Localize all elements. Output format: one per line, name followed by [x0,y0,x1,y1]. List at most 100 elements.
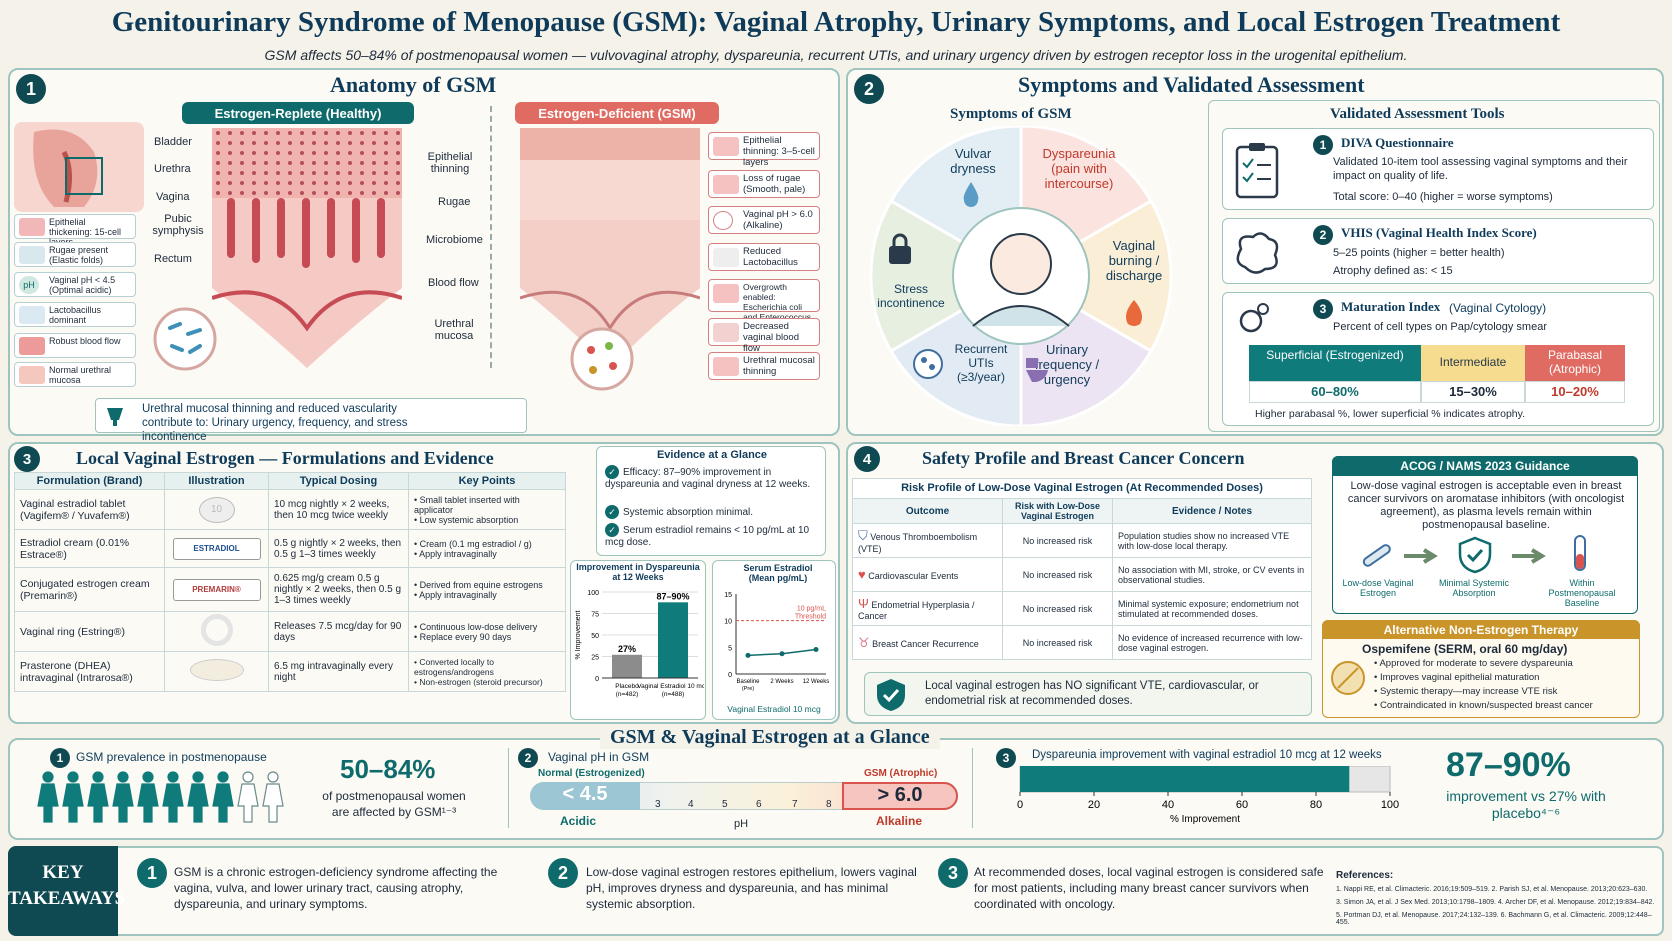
epithelium-icon [19,218,45,236]
section-number-2: 2 [854,74,884,104]
ph-title: Vaginal pH in GSM [548,750,650,764]
person-icon-head [192,771,204,783]
section-number-4: 4 [854,446,880,472]
person-icon [262,783,284,823]
diva-desc: Validated 10-item tool assessing vaginal… [1333,156,1628,182]
legend-text: Lactobacillus dominant [49,305,102,325]
col-outcome: Outcome [852,498,1003,524]
rugae-icon [19,246,45,264]
diva-score: Total score: 0–40 (higher = worse sympto… [1333,191,1553,203]
takeaway-text-2: Low-dose vaginal estrogen restores epith… [586,865,917,911]
label-rectum: Rectum [154,253,192,265]
outcome: Breast Cancer Recurrence [872,638,979,649]
mi-parabasal-header: Parabasal (Atrophic) [1525,345,1625,381]
right-label-overgrowth: Overgrowth enabled: Escherichia coli and… [708,279,820,322]
col-risk: Risk with Low-Dose Vaginal Estrogen [1002,498,1113,524]
tool-diva: 1 DIVA Questionnaire Validated 10-item t… [1222,128,1654,210]
dosing: 0.625 mg/g cream 0.5 g nightly × 2 weeks… [268,567,409,612]
label-rugae: Rugae [438,196,471,208]
formulation-name: Prasterone (DHEA) intravaginal (Intraros… [14,651,165,692]
prevalence-title: GSM prevalence in postmenopause [76,750,267,764]
heart-icon: ♥ [858,567,866,582]
arrow-right-icon [1512,548,1546,564]
x-tick-label: (n=488) [662,691,685,698]
outcome: Venous Thromboembolism (VTE) [858,531,978,554]
y-tick-label: 75 [591,612,599,619]
evidence-title: Evidence at a Glance [656,449,768,461]
glance-number-1: 1 [50,748,70,768]
x-tick-label: 100 [1381,799,1399,811]
symptom-vulvar-dryness: Vulvar dryness [950,146,996,176]
microscope-icon [1239,303,1269,333]
person-icon [87,783,109,823]
symptom-burning: Vaginal burning / discharge [1105,238,1163,283]
alt-point: • Improves vaginal epithelial maturation [1374,672,1540,683]
dosing: 10 mcg nightly × 2 weeks, then 10 mcg tw… [268,489,409,530]
label-microbiome: Microbiome [426,234,483,246]
takeaway-number-3: 3 [938,858,968,888]
ph-tick: 6 [756,799,762,810]
alt-point: • Approved for moderate to severe dyspar… [1374,658,1573,669]
diva-name: DIVA Questionnaire [1341,135,1454,150]
data-point [779,651,785,657]
x-tick-label: 2 Weeks [770,679,793,685]
tools-title: Validated Assessment Tools [1330,106,1505,122]
flow-step-3: Within Postmenopausal Baseline [1548,578,1616,608]
pelvic-anatomy-illustration [14,122,144,212]
evidence-item: ✓Efficacy: 87–90% improvement in dyspare… [605,465,811,490]
droplet-icon [963,182,979,207]
ph-tick: 3 [655,799,661,810]
thin-mucosa-icon [713,357,739,376]
alt-therapy-title: Alternative Non-Estrogen Therapy [1322,620,1640,639]
legend-text: Robust blood flow [49,336,121,346]
ph-gsm-label: GSM (Atrophic) [864,768,938,779]
x-tick-label: 40 [1162,799,1174,811]
col-formulation: Formulation (Brand) [14,472,165,490]
takeaways-panel [8,846,1664,936]
formulation-name: Vaginal estradiol tablet (Vagifem® / Yuv… [14,489,165,530]
vessel-icon [713,323,739,342]
shield-check-icon [877,679,905,711]
y-tick-label: 100 [587,590,599,597]
shield-check-icon [1458,536,1492,574]
person-icon-head [42,771,54,783]
test-tube-icon [1574,535,1586,571]
bar-chart-title: Improvement in Dyspareunia at 12 Weeks [576,562,700,582]
ph-tick: 8 [826,799,832,810]
x-tick-label: Placebo [615,683,639,690]
ph-normal-label: Normal (Estrogenized) [538,768,645,779]
mi-superficial-header: Superficial (Estrogenized) [1249,345,1421,381]
glance-number-2: 2 [518,748,538,768]
key-points: • Continuous low-dose delivery• Replace … [408,611,566,652]
evidence-note: Population studies show no increased VTE… [1112,523,1312,558]
person-icon-head [242,771,254,783]
uterus-icon: Ψ [858,596,869,611]
x-tick-label: 0 [1017,799,1023,811]
takeaway-number-1: 1 [137,858,167,888]
check-icon: ✓ [605,523,619,537]
symptoms-subtitle: Symptoms of GSM [950,106,1072,122]
x-tick-label: (n=482) [616,691,639,698]
references-title: References: [1336,870,1394,881]
cream-tube-icon: ESTRADIOL [172,537,261,560]
label-epithelial-thinning: Epithelial thinning [427,151,473,175]
ring-icon [200,614,233,646]
check-icon: ✓ [605,505,619,519]
ph-acidic-label: Acidic [560,814,597,828]
risk: No increased risk [1002,625,1113,660]
improvement-value: 87–90% [1446,746,1571,784]
person-icon-head [142,771,154,783]
evidence-note: No evidence of increased recurrence with… [1112,625,1312,660]
x-tick-label: 20 [1088,799,1100,811]
deficient-label: Estrogen-Deficient (GSM) [515,102,719,124]
flow-step-1: Low-dose Vaginal Estrogen [1342,578,1414,598]
lock-icon [889,233,911,264]
table-row: Vaginal ring (Estring®) Releases 7.5 mcg… [14,611,566,652]
mi-superficial-value: 60–80% [1249,381,1421,403]
dosing: 6.5 mg intravaginally every night [268,651,409,692]
y-tick-label: 0 [728,672,732,679]
